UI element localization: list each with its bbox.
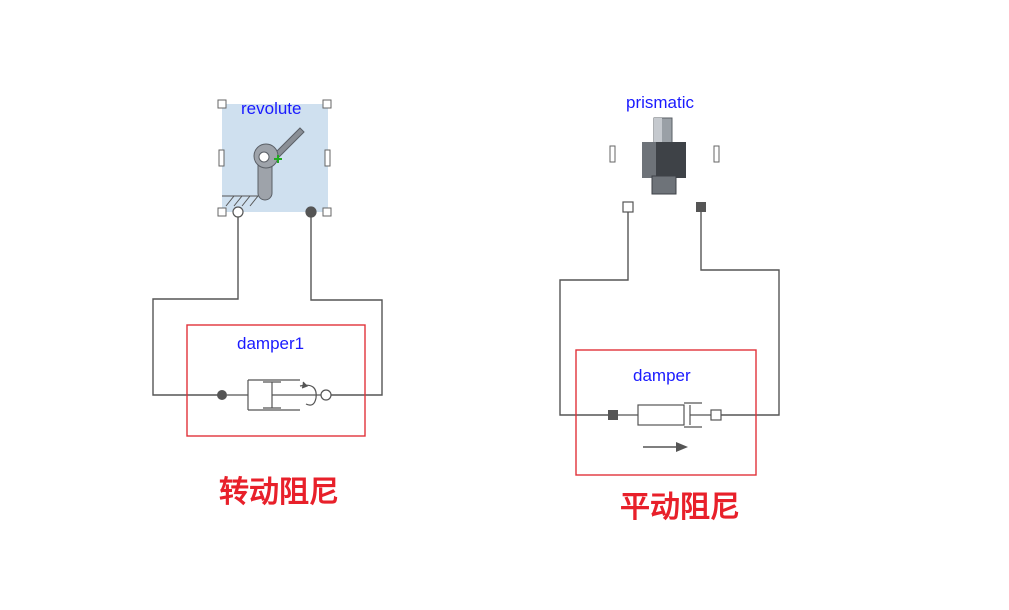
prismatic-label: prismatic bbox=[626, 93, 695, 112]
revolute-side-pin-right bbox=[324, 149, 331, 167]
revolute-component[interactable] bbox=[217, 99, 332, 218]
wire-prismatic-b-to-damper[interactable] bbox=[700, 212, 780, 416]
handle-br[interactable] bbox=[322, 207, 332, 217]
revolute-label: revolute bbox=[241, 99, 302, 118]
highlight-box-rotational bbox=[186, 324, 366, 437]
damper1-icon bbox=[227, 379, 321, 411]
revolute-joint-icon bbox=[222, 127, 305, 207]
damper-component[interactable] bbox=[608, 402, 722, 452]
prismatic-flange-a[interactable] bbox=[622, 201, 634, 213]
wire-revolute-b-to-damper1[interactable] bbox=[310, 217, 383, 396]
prismatic-side-pin-left bbox=[609, 145, 616, 163]
caption-translational-damping: 平动阻尼 bbox=[620, 490, 740, 525]
damper1-flange-b[interactable] bbox=[320, 389, 332, 401]
revolute-side-pin-left bbox=[218, 149, 225, 167]
revolute-flange-a[interactable] bbox=[232, 206, 244, 218]
revolute-flange-b[interactable] bbox=[305, 206, 317, 218]
handle-tl[interactable] bbox=[217, 99, 227, 109]
wire-revolute-a-to-damper1[interactable] bbox=[152, 217, 239, 396]
highlight-box-translational bbox=[575, 349, 757, 476]
caption-rotational-damping: 转动阻尼 bbox=[219, 475, 339, 510]
damper-label: damper bbox=[633, 366, 691, 385]
prismatic-side-pin-right bbox=[713, 145, 720, 163]
prismatic-joint-icon bbox=[642, 117, 686, 195]
damper-flange-b[interactable] bbox=[710, 409, 722, 421]
damper-flange-a[interactable] bbox=[608, 410, 618, 420]
prismatic-component[interactable] bbox=[609, 117, 720, 213]
wire-prismatic-a-to-damper[interactable] bbox=[559, 212, 629, 416]
damper1-flange-a[interactable] bbox=[217, 390, 227, 400]
handle-bl[interactable] bbox=[217, 207, 227, 217]
damper1-component[interactable] bbox=[217, 379, 332, 411]
prismatic-flange-b[interactable] bbox=[696, 202, 706, 212]
direction-arrow-icon bbox=[643, 442, 688, 452]
damper1-label: damper1 bbox=[237, 334, 305, 353]
handle-tr[interactable] bbox=[322, 99, 332, 109]
damper-icon bbox=[618, 402, 711, 428]
